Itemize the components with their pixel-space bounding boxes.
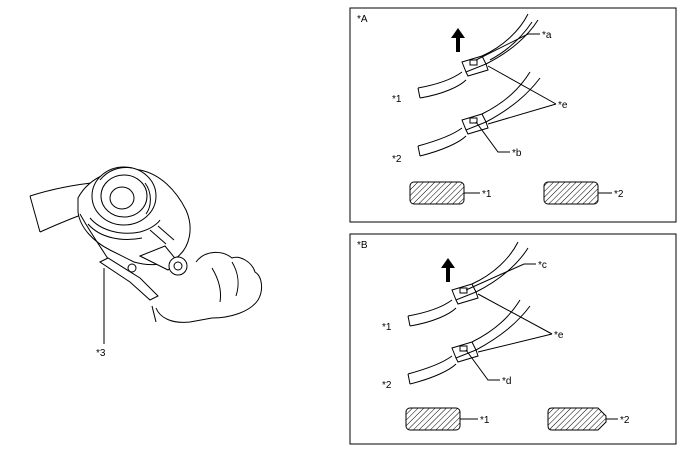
panel-a-callout-b: *b	[512, 148, 522, 159]
piston-ring-expander-illustration	[29, 166, 263, 344]
panel-a-callout-e: *e	[558, 100, 568, 111]
panel-a-section-1	[409, 181, 465, 205]
panel-a-section-2-label: *2	[614, 189, 624, 200]
panel-b-section-1-label: *1	[480, 415, 490, 426]
panel-a-section-1-label: *1	[482, 189, 492, 200]
tool-label: *3	[96, 348, 106, 359]
panel-b-section-1	[405, 407, 461, 431]
panel-b-callout-c: *c	[538, 260, 547, 271]
panel-b-ring2-label: *2	[382, 380, 392, 391]
panel-b-title: *B	[357, 240, 368, 251]
panel-a: *A	[349, 7, 677, 223]
panel-a-frame	[349, 7, 677, 223]
panel-b-frame	[349, 233, 677, 445]
panel-a-ring1-label: *1	[392, 94, 402, 105]
panel-b-section-2	[547, 407, 607, 431]
panel-a-callout-a: *a	[542, 30, 552, 41]
panel-b-section-2-label: *2	[620, 415, 630, 426]
up-arrow-icon	[451, 28, 465, 52]
up-arrow-icon	[441, 258, 455, 282]
panel-a-title: *A	[357, 14, 368, 25]
panel-b-callout-e: *e	[554, 330, 564, 341]
panel-a-ring2-label: *2	[392, 154, 402, 165]
panel-b-callout-d: *d	[502, 376, 511, 387]
panel-a-section-2	[543, 181, 599, 205]
panel-b-ring1-label: *1	[382, 322, 392, 333]
panel-b: *B	[349, 233, 677, 445]
